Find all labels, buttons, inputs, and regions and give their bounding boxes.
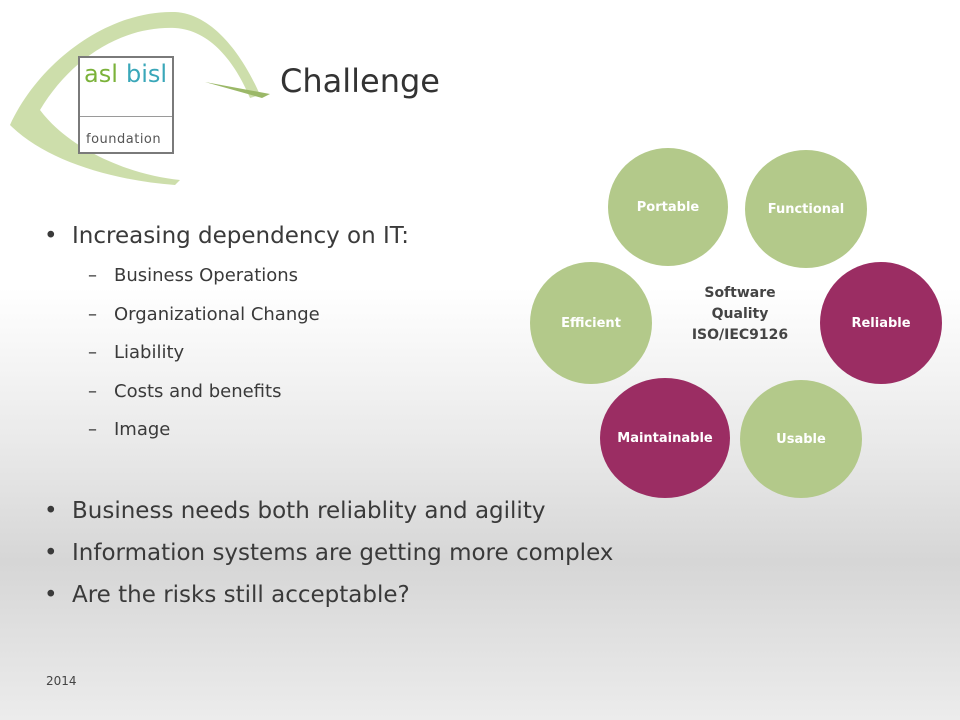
node-portable: Portable [608,148,728,266]
logo-foundation-text: foundation [86,132,162,147]
sub-item: Organizational Change [44,296,744,335]
node-reliable: Reliable [820,262,942,384]
node-maintainable: Maintainable [600,378,730,498]
asl-bisl-logo: asl bisl foundation [78,56,174,154]
logo-bisl-text: bisl [126,60,168,88]
diagram-center-label: Software Quality ISO/IEC9126 [670,283,810,346]
center-line: Software [704,285,776,301]
bullet-item: Increasing dependency on IT: [44,215,744,257]
node-label: Usable [776,431,826,447]
node-label: Efficient [561,315,621,331]
sub-item: Liability [44,334,744,373]
bullet-item: Information systems are getting more com… [44,532,744,574]
slide-title: Challenge [280,62,440,100]
logo-swoosh [10,11,270,185]
node-label: Functional [767,201,845,217]
node-functional: Functional [745,150,867,268]
node-usable: Usable [740,380,862,498]
sub-item: Business Operations [44,257,744,296]
bullet-item: Business needs both reliablity and agili… [44,490,744,532]
bullet-item: Are the risks still acceptable? [44,574,744,616]
node-efficient: Efficient [530,262,652,384]
bullet-list: Increasing dependency on IT: Business Op… [44,215,744,616]
center-line: Quality [711,306,769,322]
node-label: Reliable [851,315,911,331]
sub-item: Image [44,411,744,450]
node-label: Portable [636,199,700,215]
logo-divider [80,116,172,117]
logo-asl-text: asl [84,60,118,88]
footer-year: 2014 [46,674,77,688]
center-line: ISO/IEC9126 [691,327,789,343]
node-label: Maintainable [617,430,713,446]
sub-item: Costs and benefits [44,373,744,412]
